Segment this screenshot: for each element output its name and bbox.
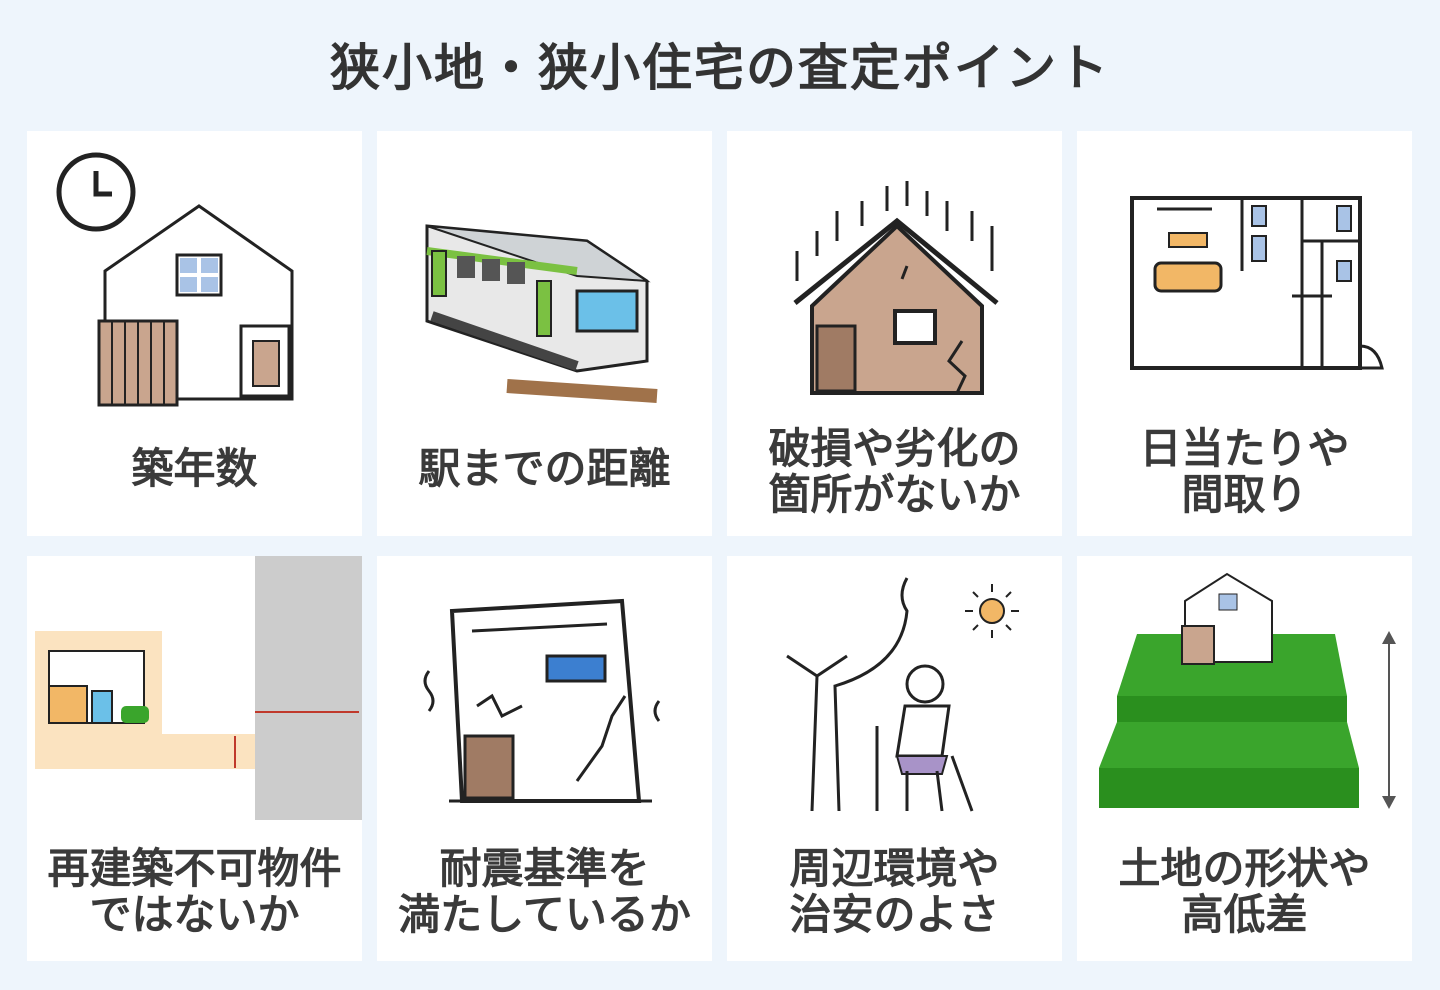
neighborhood-icon xyxy=(786,577,1019,812)
card-earthquake: 耐震基準を 満たしているか xyxy=(377,556,712,961)
card-damage: 破損や劣化の 箇所がないか xyxy=(727,131,1062,536)
card-label: 周辺環境や 治安のよさ xyxy=(789,844,1000,939)
card-building-age: 築年数 xyxy=(27,131,362,536)
card-label: 駅までの距離 xyxy=(418,444,671,493)
card-label: 土地の形状や 高低差 xyxy=(1118,844,1371,939)
card-sunlight-layout: 日当たりや 間取り xyxy=(1077,131,1412,536)
card-land-shape: 土地の形状や 高低差 xyxy=(1077,556,1412,961)
card-label: 築年数 xyxy=(131,444,258,493)
card-label: 再建築不可物件 ではないか xyxy=(47,844,342,939)
earthquake-building-icon xyxy=(423,598,661,803)
card-label: 日当たりや 間取り xyxy=(1139,424,1350,519)
page-title: 狭小地・狭小住宅の査定ポイント xyxy=(330,39,1110,97)
card-rebuild: 再建築不可物件 ではないか xyxy=(27,556,362,961)
card-label: 破損や劣化の 箇所がないか xyxy=(768,424,1021,519)
road-access-icon xyxy=(35,556,362,820)
floor-plan-icon xyxy=(1130,196,1384,370)
damaged-house-icon xyxy=(793,181,999,395)
card-station-distance: 駅までの距離 xyxy=(377,131,712,536)
house-clock-icon xyxy=(56,152,294,407)
train-icon xyxy=(425,224,658,403)
card-environment: 周辺環境や 治安のよさ xyxy=(727,556,1062,961)
elevated-land-icon xyxy=(1099,572,1396,809)
card-label: 耐震基準を 満たしているか xyxy=(398,844,691,939)
